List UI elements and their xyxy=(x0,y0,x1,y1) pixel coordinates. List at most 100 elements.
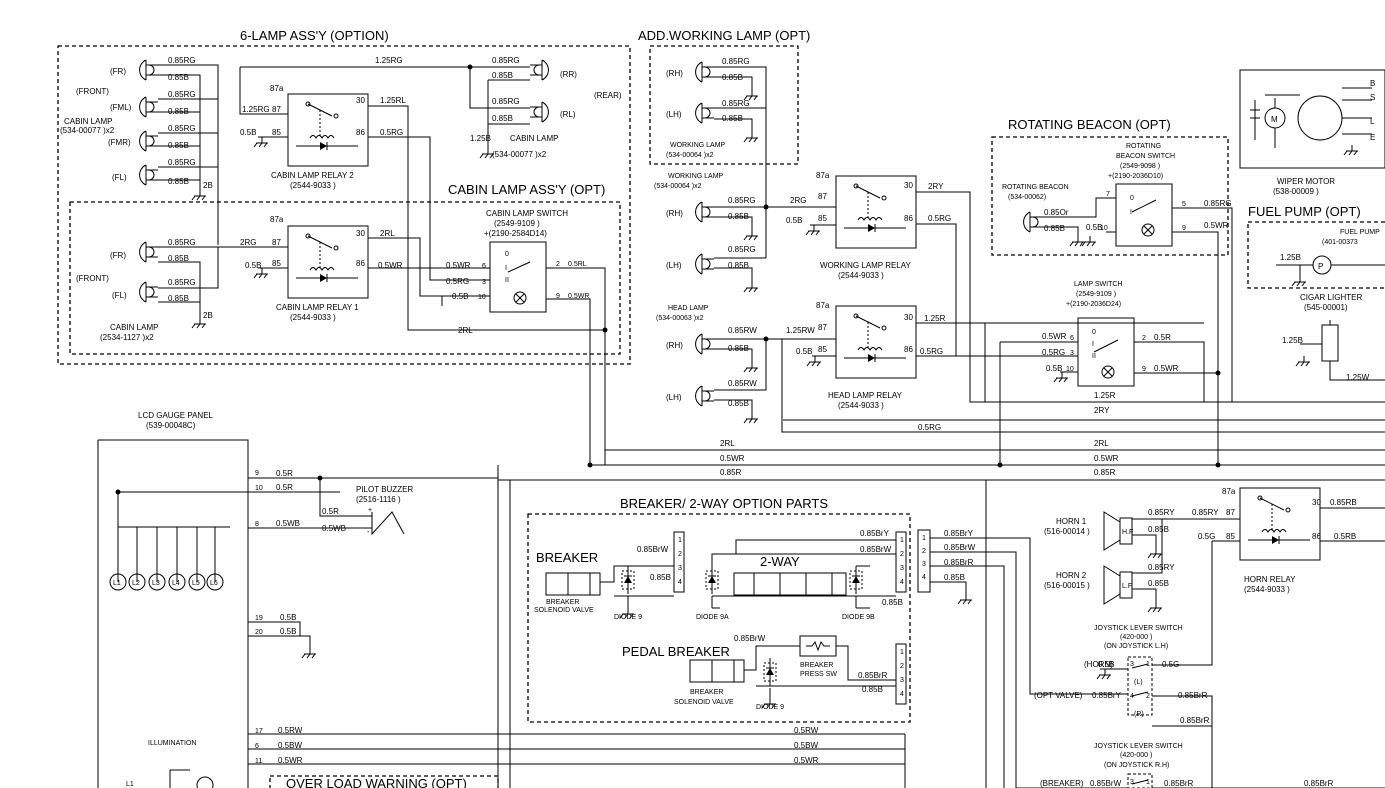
svg-text:2B: 2B xyxy=(203,181,213,190)
svg-text:WIPER MOTOR: WIPER MOTOR xyxy=(1277,177,1335,186)
wiper-motor: M BS LE WIPER MOTOR(538-00009 ) xyxy=(1239,69,1385,196)
svg-text:0.85RY: 0.85RY xyxy=(1148,508,1175,517)
svg-text:(FR): (FR) xyxy=(110,67,126,76)
diode-9b xyxy=(849,565,863,595)
svg-text:WORKING LAMP: WORKING LAMP xyxy=(670,142,726,149)
indicator-l1 xyxy=(109,573,127,591)
svg-text:9: 9 xyxy=(1142,366,1146,373)
working-lamp: WORKING LAMP (534-00064 )x2 (RH) (LH) 0.… xyxy=(654,171,1385,403)
cabin-lamp-rl xyxy=(529,101,549,123)
svg-text:0.85RG: 0.85RG xyxy=(168,56,196,65)
svg-text:2: 2 xyxy=(1146,693,1150,700)
svg-text:2: 2 xyxy=(900,663,904,670)
head-lamp-rh xyxy=(695,333,715,355)
horn-circuit: HORN 1 (516-00014 ) HORN 2 (516-00015 ) … xyxy=(1016,487,1385,788)
svg-text:(FL): (FL) xyxy=(112,173,127,182)
svg-text:10: 10 xyxy=(1100,225,1108,232)
breaker-option-parts: BREAKER/ 2-WAY OPTION PARTS BREAKER BREA… xyxy=(527,480,1128,788)
svg-text:(ON JOYSTICK L.H): (ON JOYSTICK L.H) xyxy=(1104,643,1168,650)
svg-text:30: 30 xyxy=(356,96,365,105)
svg-text:(2549-9098 ): (2549-9098 ) xyxy=(1120,163,1160,170)
svg-text:87a: 87a xyxy=(270,215,284,224)
svg-text:JOYSTICK LEVER SWITCH: JOYSTICK LEVER SWITCH xyxy=(1094,743,1183,750)
svg-text:OVER LOAD WARNING (OPT): OVER LOAD WARNING (OPT) xyxy=(286,776,467,788)
svg-text:(516-00015 ): (516-00015 ) xyxy=(1044,581,1090,590)
svg-text:0.85BrY: 0.85BrY xyxy=(1092,691,1122,700)
svg-text:(RH): (RH) xyxy=(666,341,683,350)
svg-text:87: 87 xyxy=(272,105,281,114)
svg-text:10: 10 xyxy=(1066,366,1074,373)
svg-text:0.5RG: 0.5RG xyxy=(1042,348,1065,357)
svg-text:DIODE 9A: DIODE 9A xyxy=(696,614,729,621)
joystick-switch-rh xyxy=(1127,773,1153,788)
svg-text:4: 4 xyxy=(1130,693,1134,700)
svg-text:(516-00014 ): (516-00014 ) xyxy=(1044,527,1090,536)
svg-text:HORN RELAY: HORN RELAY xyxy=(1244,575,1296,584)
lamp-switch: LAMP SWITCH (2549-9109 ) +(2190-2036D24)… xyxy=(985,281,1221,465)
svg-text:0.85RG: 0.85RG xyxy=(168,90,196,99)
svg-text:1.25RL: 1.25RL xyxy=(380,96,406,105)
svg-text:3: 3 xyxy=(900,677,904,684)
svg-text:0.85RG: 0.85RG xyxy=(722,57,750,66)
svg-text:0.5WR: 0.5WR xyxy=(1094,454,1119,463)
svg-text:I: I xyxy=(505,265,507,272)
svg-text:6: 6 xyxy=(1070,335,1074,342)
svg-text:0.5R: 0.5R xyxy=(322,507,339,516)
svg-text:S: S xyxy=(1370,93,1375,102)
svg-text:0.5WR: 0.5WR xyxy=(794,756,819,765)
svg-text:0.5RG: 0.5RG xyxy=(918,423,941,432)
svg-text:(ON JOYSTICK R.H): (ON JOYSTICK R.H) xyxy=(1104,762,1169,769)
svg-text:0.5R: 0.5R xyxy=(276,483,293,492)
svg-text:85: 85 xyxy=(818,214,827,223)
svg-text:CIGAR LIGHTER: CIGAR LIGHTER xyxy=(1300,293,1362,302)
svg-text:0.5R: 0.5R xyxy=(276,469,293,478)
svg-text:0.85R: 0.85R xyxy=(1094,468,1116,477)
svg-text:M: M xyxy=(1271,115,1278,124)
svg-text:1.25B: 1.25B xyxy=(470,134,491,143)
svg-text:17: 17 xyxy=(255,728,263,735)
svg-text:1: 1 xyxy=(900,649,904,656)
breaker-press-switch xyxy=(799,635,837,657)
cabin-lamp-fml xyxy=(139,96,159,118)
svg-text:BREAKER: BREAKER xyxy=(536,550,598,565)
svg-text:4: 4 xyxy=(900,691,904,698)
diode-9-pedal xyxy=(763,657,777,687)
rotating-beacon: ROTATING BEACON (OPT) ROTATING BEACON (5… xyxy=(991,117,1233,465)
svg-text:P: P xyxy=(1318,262,1323,271)
indicator-l2 xyxy=(128,573,146,591)
lcd-lamp-indicators: L1 L2 L3 L4 L5 L6 xyxy=(109,573,224,591)
svg-text:BREAKER: BREAKER xyxy=(690,689,723,696)
svg-text:(FR): (FR) xyxy=(110,251,126,260)
svg-text:0.85RG: 0.85RG xyxy=(728,196,756,205)
svg-text:(420-000 ): (420-000 ) xyxy=(1120,752,1152,759)
svg-text:II: II xyxy=(505,277,509,284)
svg-text:BREAKER: BREAKER xyxy=(546,599,579,606)
svg-text:2RG: 2RG xyxy=(240,238,256,247)
svg-text:I: I xyxy=(1130,209,1132,216)
svg-text:H.F: H.F xyxy=(1122,529,1133,536)
svg-text:10: 10 xyxy=(478,294,486,301)
svg-text:(LH): (LH) xyxy=(666,261,682,270)
pedal-breaker-solenoid-valve xyxy=(689,659,745,683)
svg-text:0.5BW: 0.5BW xyxy=(278,741,302,750)
svg-text:86: 86 xyxy=(904,214,913,223)
diode-9a xyxy=(705,565,719,595)
svg-text:0.85BrY: 0.85BrY xyxy=(860,529,890,538)
head-lamp-lh xyxy=(695,385,715,407)
svg-text:(2544-9033 ): (2544-9033 ) xyxy=(290,181,336,190)
svg-text:(BREAKER): (BREAKER) xyxy=(1040,779,1084,788)
six-lamp-assembly: 6-LAMP ASS'Y (OPTION) CABIN LAMP ASS'Y (… xyxy=(57,28,631,465)
svg-text:0.5B: 0.5B xyxy=(280,627,296,636)
working-lamp-rh xyxy=(695,201,715,223)
svg-text:87: 87 xyxy=(1226,508,1235,517)
svg-text:PRESS SW: PRESS SW xyxy=(800,671,837,678)
svg-text:0.5R: 0.5R xyxy=(1154,333,1171,342)
svg-text:1.25B: 1.25B xyxy=(1280,253,1301,262)
svg-text:1.25W: 1.25W xyxy=(1346,373,1370,382)
svg-text:CABIN LAMP RELAY 1: CABIN LAMP RELAY 1 xyxy=(276,303,359,312)
svg-text:87: 87 xyxy=(272,238,281,247)
svg-text:L3: L3 xyxy=(152,580,160,587)
svg-text:0.85Or: 0.85Or xyxy=(1044,208,1069,217)
svg-text:0.5WB: 0.5WB xyxy=(322,524,346,533)
svg-text:3: 3 xyxy=(1130,661,1134,668)
